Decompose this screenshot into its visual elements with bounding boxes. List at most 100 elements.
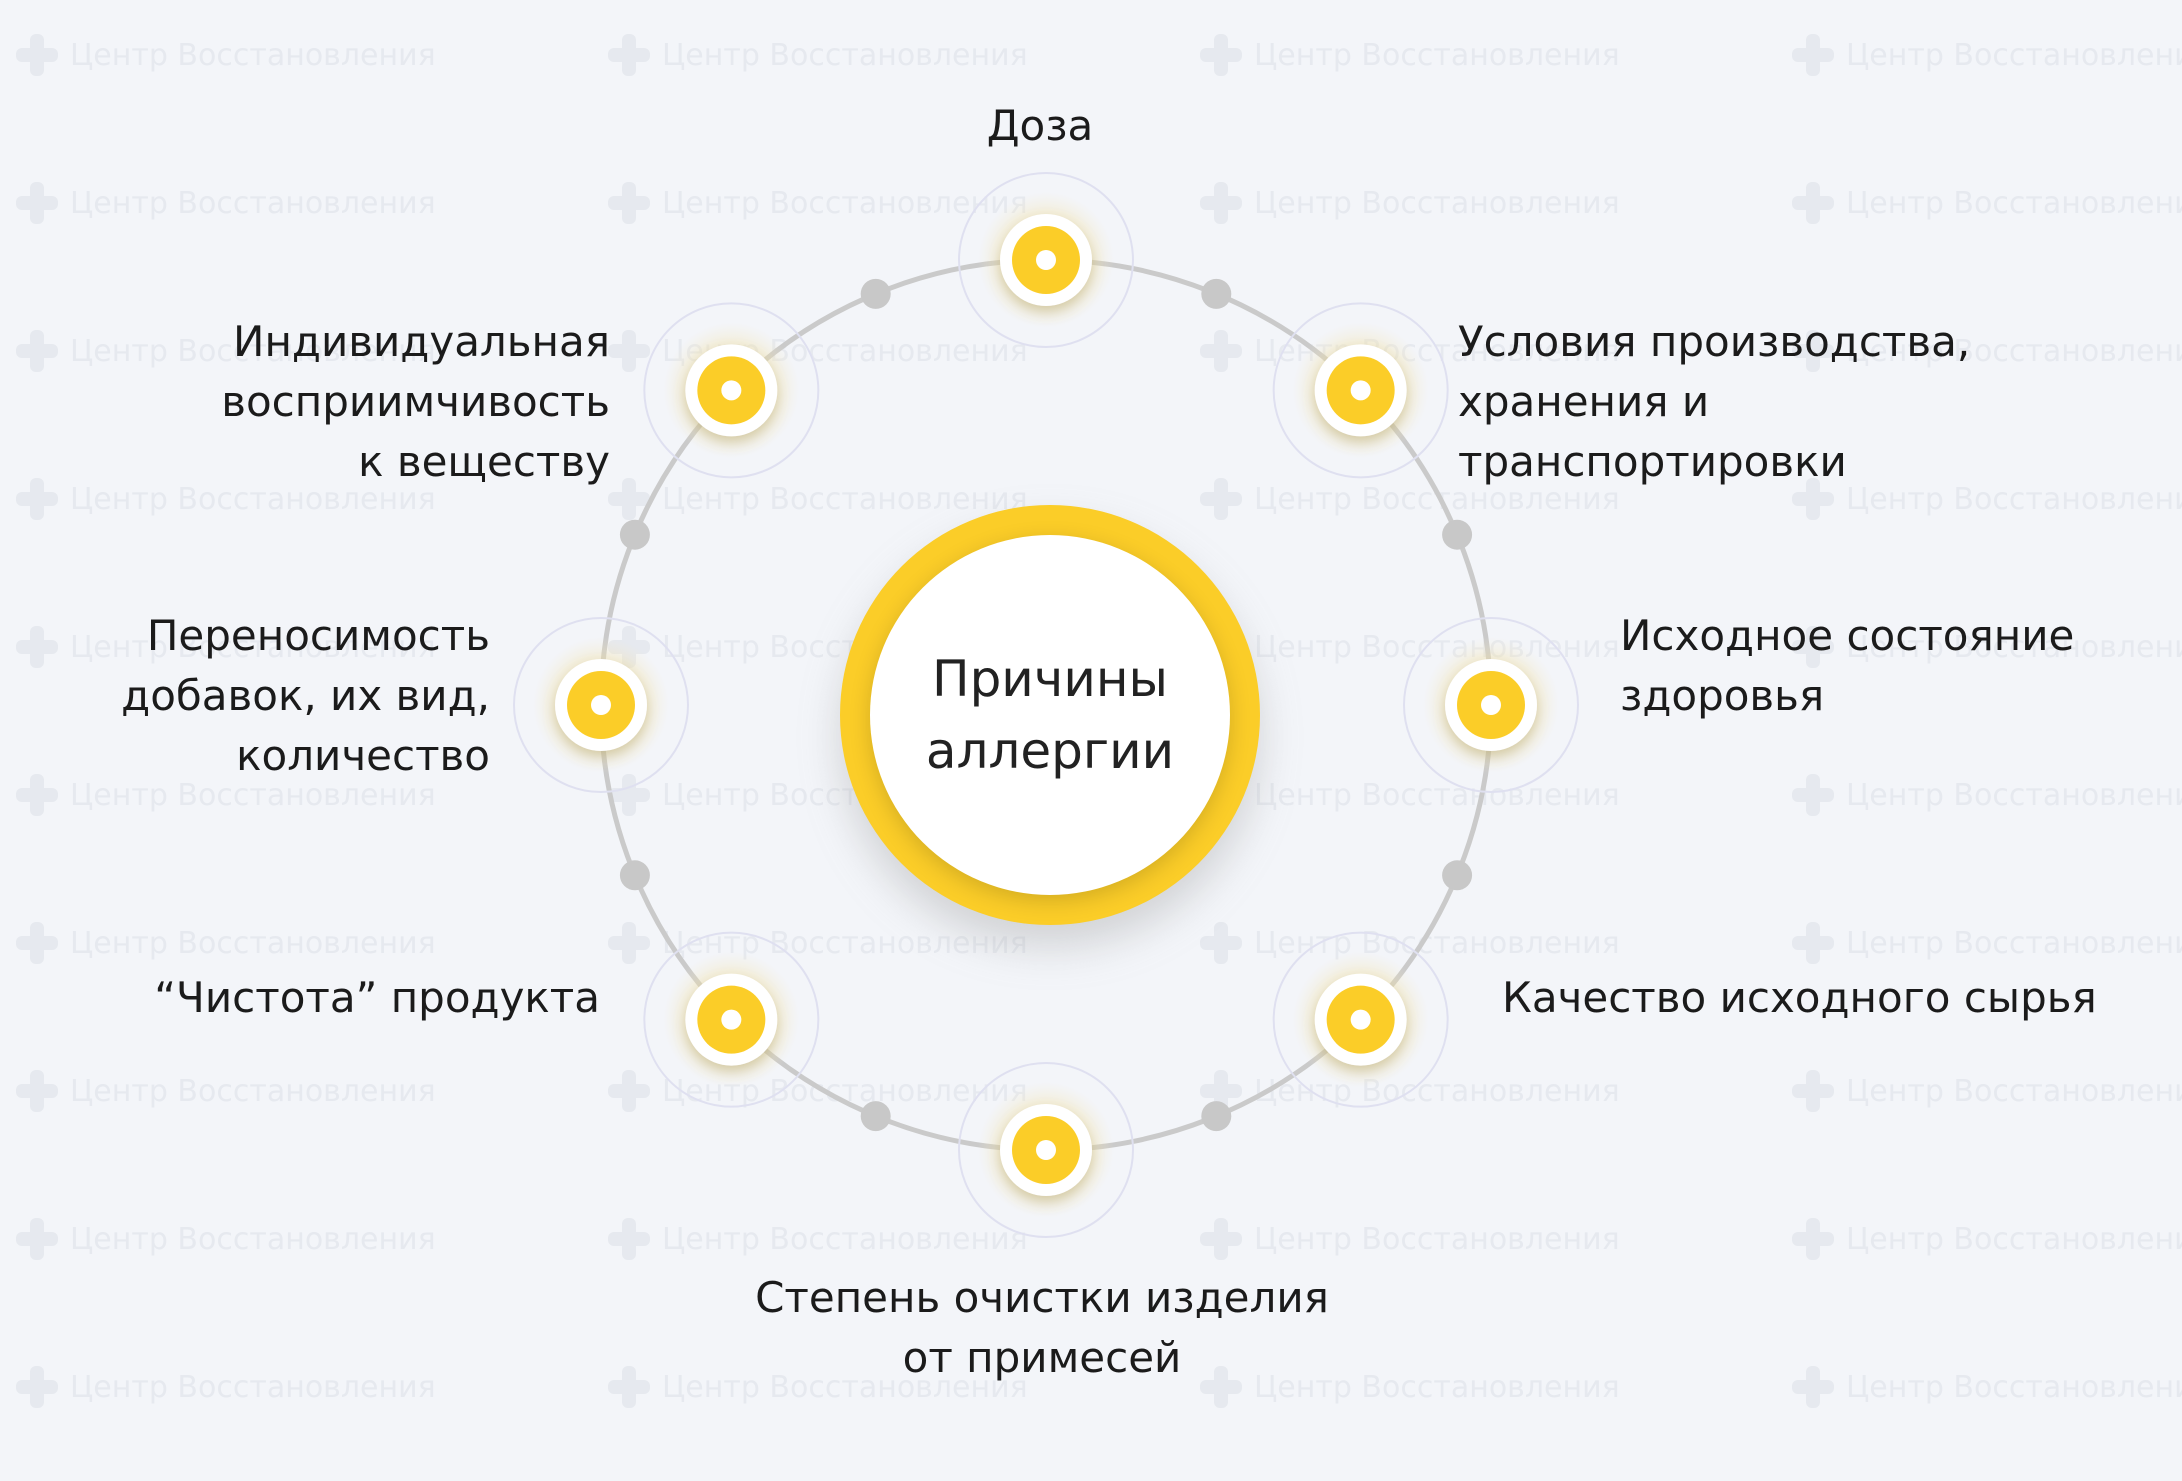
cross-logo-icon <box>606 328 652 374</box>
ring-connector-dot <box>1442 860 1473 891</box>
watermark: Центр Восстановления <box>1198 1364 1620 1410</box>
watermark: Центр Восстановления <box>1198 180 1620 226</box>
cross-logo-icon <box>1198 328 1244 374</box>
watermark: Центр Восстановления <box>1790 1364 2182 1410</box>
factor-node-dot <box>721 380 742 401</box>
watermark: Центр Восстановления <box>1198 1216 1620 1262</box>
cross-logo-icon <box>1790 772 1836 818</box>
watermark: Центр Восстановления <box>1198 920 1620 966</box>
cross-logo-icon <box>14 1216 60 1262</box>
watermark: Центр Восстановления <box>14 32 436 78</box>
watermark: Центр Восстановления <box>606 32 1028 78</box>
factor-node-dot <box>1036 1140 1056 1160</box>
factor-label-dose: Доза <box>986 101 1094 150</box>
factor-label-purification-degree: Степень очистки изделия от примесей <box>755 1273 1329 1382</box>
cross-logo-icon <box>1790 624 1836 670</box>
watermark: Центр Восстановления <box>14 624 436 670</box>
cross-logo-icon <box>1198 476 1244 522</box>
cross-logo-icon <box>14 1364 60 1410</box>
factor-outer-halo <box>1272 302 1449 479</box>
cross-logo-icon <box>14 328 60 374</box>
factor-label-product-purity: “Чистота” продукта <box>154 973 600 1022</box>
ring-connector-dot <box>860 1101 891 1132</box>
cross-logo-icon <box>1790 32 1836 78</box>
factor-outer-halo <box>1403 617 1579 793</box>
cross-logo-icon <box>1198 920 1244 966</box>
watermark: Центр Восстановления <box>606 180 1028 226</box>
cross-logo-icon <box>14 180 60 226</box>
factor-node-dot <box>1481 695 1501 715</box>
watermark: Центр Восстановления <box>1790 476 2182 522</box>
watermark: Центр Восстановления <box>1790 1068 2182 1114</box>
cross-logo-icon <box>606 920 652 966</box>
watermark: Центр Восстановления <box>14 328 436 374</box>
watermark: Центр Восстановления <box>14 1216 436 1262</box>
watermark: Центр Восстановления <box>1790 328 2182 374</box>
watermark: Центр Восстановления <box>1790 32 2182 78</box>
watermark: Центр Восстановления <box>14 772 436 818</box>
watermark: Центр Восстановления <box>1790 1216 2182 1262</box>
cross-logo-icon <box>14 624 60 670</box>
cross-logo-icon <box>1198 1216 1244 1262</box>
factor-node-dot <box>1350 380 1371 401</box>
cross-logo-icon <box>14 772 60 818</box>
ring-connector-dot <box>1201 278 1232 309</box>
watermark: Центр Восстановления <box>14 476 436 522</box>
center-title: Причины аллергии <box>925 650 1175 780</box>
factor-outer-halo <box>958 1062 1134 1238</box>
cross-logo-icon <box>14 32 60 78</box>
center-circle: Причины аллергии <box>840 505 1260 925</box>
ring-connector-dot <box>1442 519 1473 550</box>
cross-logo-icon <box>14 920 60 966</box>
cross-logo-icon <box>1790 180 1836 226</box>
cross-logo-icon <box>606 1216 652 1262</box>
cross-logo-icon <box>606 1068 652 1114</box>
factor-label-raw-material-quality: Качество исходного сырья <box>1502 973 2097 1022</box>
cross-logo-icon <box>606 32 652 78</box>
ring-connector-dot <box>1201 1101 1232 1132</box>
factor-node-dot <box>1036 250 1056 270</box>
factor-node-dot <box>591 695 611 715</box>
watermark: Центр Восстановления <box>14 920 436 966</box>
watermark: Центр Восстановления <box>14 1364 436 1410</box>
watermark: Центр Восстановления <box>1790 180 2182 226</box>
watermark: Центр Восстановления <box>1790 772 2182 818</box>
watermark: Центр Восстановления <box>1790 624 2182 670</box>
cross-logo-icon <box>14 1068 60 1114</box>
cross-logo-icon <box>1198 180 1244 226</box>
watermark: Центр Восстановления <box>1198 624 1620 670</box>
cross-logo-icon <box>1790 476 1836 522</box>
factor-label-initial-health: Исходное состояние здоровья <box>1620 611 2075 720</box>
ring-connector-dot <box>619 860 650 891</box>
watermark: Центр Восстановления <box>606 476 1028 522</box>
cross-logo-icon <box>1790 328 1836 374</box>
cross-logo-icon <box>606 772 652 818</box>
ring-connector-dot <box>619 519 650 550</box>
watermark: Центр Восстановления <box>1198 1068 1620 1114</box>
watermark: Центр Восстановления <box>14 1068 436 1114</box>
factor-node-dot <box>721 1009 742 1030</box>
watermark: Центр Восстановления <box>606 1364 1028 1410</box>
factor-label-production-conditions: Условия производства, хранения и транспо… <box>1458 317 1971 486</box>
factor-outer-halo <box>1272 931 1449 1108</box>
factor-node-dot <box>1350 1009 1371 1030</box>
watermark: Центр Восстановления <box>1790 920 2182 966</box>
watermark: Центр Восстановления <box>14 180 436 226</box>
cross-logo-icon <box>1198 32 1244 78</box>
factor-outer-halo <box>513 617 689 793</box>
cross-logo-icon <box>606 476 652 522</box>
factor-outer-halo <box>643 302 820 479</box>
cross-logo-icon <box>1790 1364 1836 1410</box>
ring-connector-dot <box>860 278 891 309</box>
cross-logo-icon <box>606 1364 652 1410</box>
factor-label-individual-susceptibility: Индивидуальная восприимчивость к веществ… <box>221 317 610 486</box>
cross-logo-icon <box>1790 1216 1836 1262</box>
cross-logo-icon <box>14 476 60 522</box>
watermark: Центр Восстановления <box>606 1216 1028 1262</box>
center-circle-inner: Причины аллергии <box>870 535 1230 895</box>
factor-outer-halo <box>643 931 820 1108</box>
watermark: Центр Восстановления <box>1198 32 1620 78</box>
